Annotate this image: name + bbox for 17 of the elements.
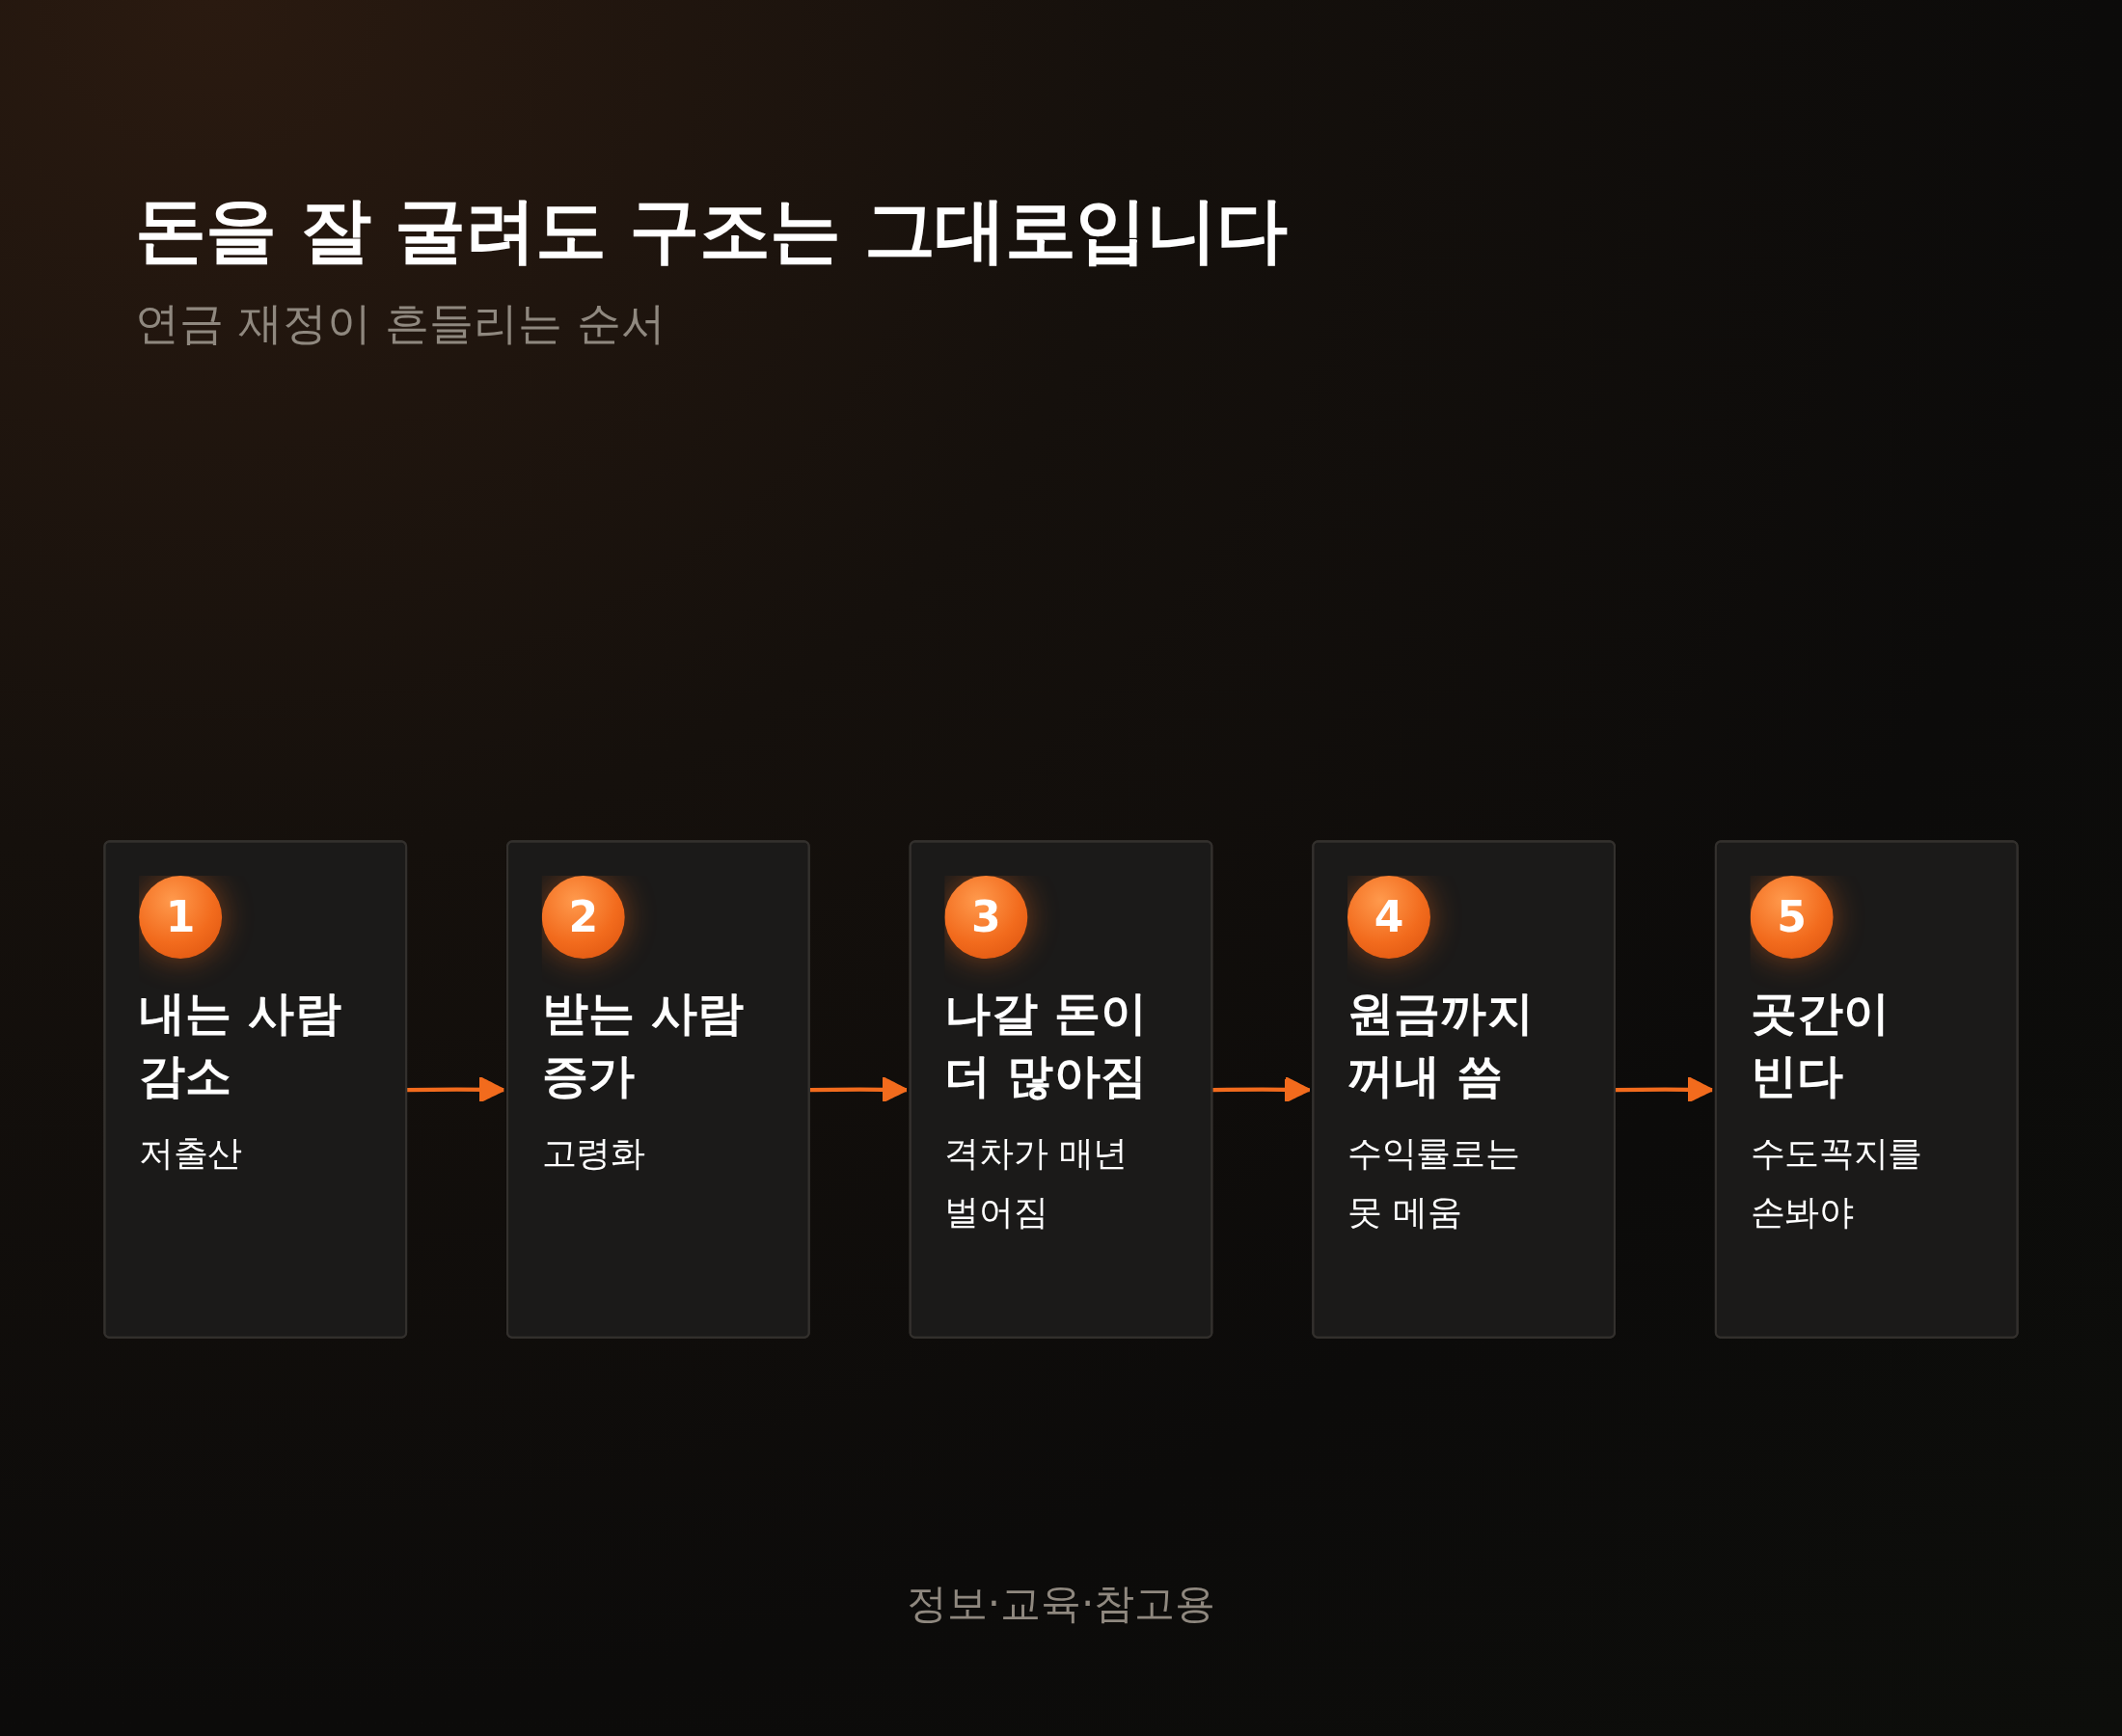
step-heading: 내는 사람 감소 (139, 984, 342, 1105)
step-heading: 곳간이 빈다 (1750, 984, 1891, 1105)
step-heading: 나갈 돈이 더 많아짐 (944, 984, 1149, 1105)
footer-note: 정보·교육·참고용 (906, 1580, 1216, 1627)
arrow (406, 1076, 505, 1104)
step-description: 격차가 매년 벌어짐 (944, 1132, 1129, 1234)
step-heading: 받는 사람 증가 (541, 984, 746, 1105)
step-description: 고령화 (541, 1132, 646, 1177)
step-description: 저출산 (139, 1132, 244, 1177)
arrow (1615, 1076, 1714, 1104)
step-heading: 원금까지 꺼내 씀 (1347, 984, 1535, 1105)
arrow (1211, 1076, 1311, 1104)
step-description: 수익률로는 못 메움 (1347, 1132, 1521, 1234)
subtitle: 연금 재정이 흔들리는 순서 (135, 296, 666, 351)
title: 돈을 잘 굴려도 구조는 그대로입니다 (135, 187, 1288, 273)
arrow (809, 1076, 909, 1104)
step-description: 수도꼭지를 손봐야 (1750, 1132, 1923, 1234)
